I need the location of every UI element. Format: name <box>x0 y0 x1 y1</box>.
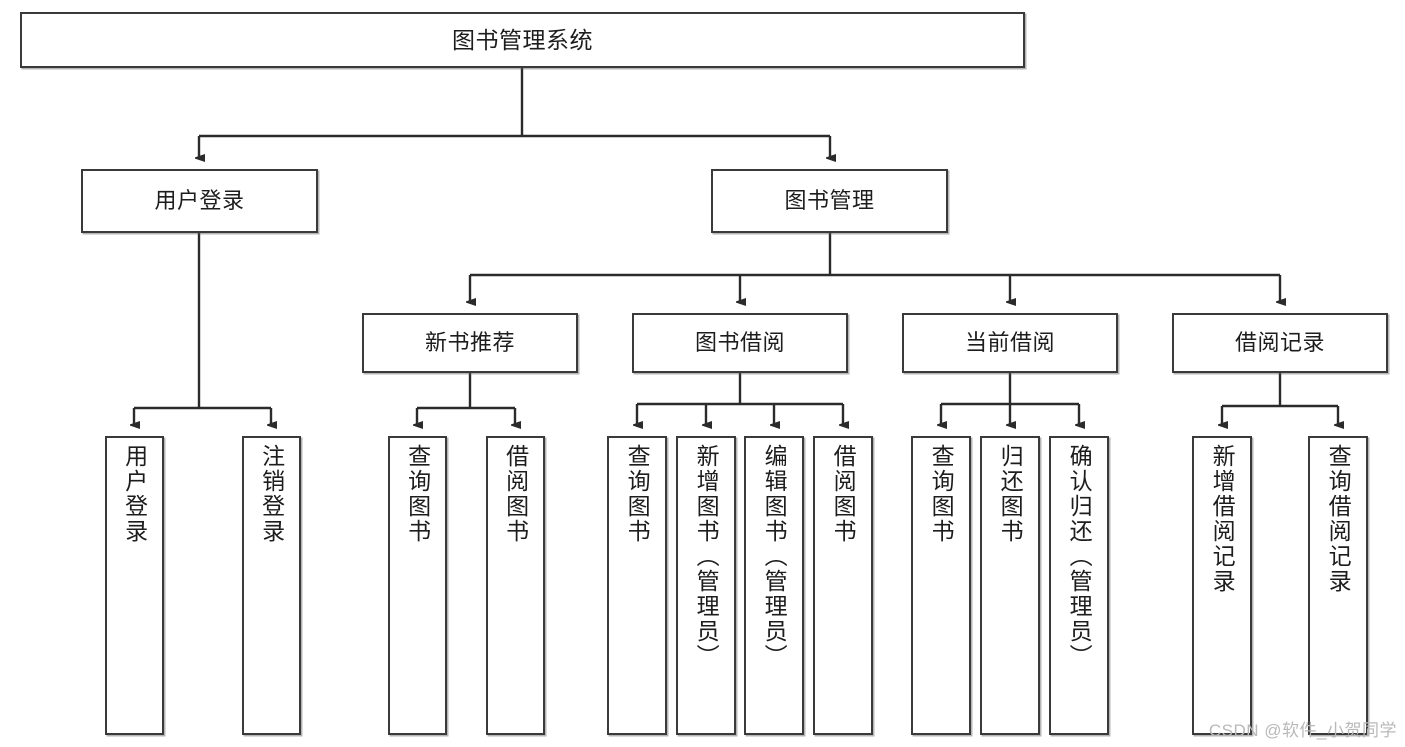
node-leaf-borrow-book-2[interactable]: 借阅图书 <box>813 436 873 735</box>
node-leaf-query-book-1-label: 查询图书 <box>404 444 431 544</box>
node-root[interactable]: 图书管理系统 <box>20 12 1025 68</box>
node-leaf-query-book-3[interactable]: 查询图书 <box>911 436 971 735</box>
node-leaf-query-borrow-record-label: 查询借阅记录 <box>1325 444 1352 594</box>
node-leaf-add-book[interactable]: 新增图书（管理员） <box>676 436 736 735</box>
node-leaf-edit-book[interactable]: 编辑图书（管理员） <box>744 436 804 735</box>
node-leaf-borrow-book-1-label: 借阅图书 <box>502 444 529 544</box>
node-user-login[interactable]: 用户登录 <box>81 169 318 233</box>
node-leaf-add-book-label: 新增图书（管理员） <box>693 444 720 669</box>
watermark: CSDN @软件_小贺同学 <box>1208 721 1397 740</box>
node-book-manage[interactable]: 图书管理 <box>711 169 948 233</box>
node-user-login-label: 用户登录 <box>154 188 245 214</box>
node-book-manage-label: 图书管理 <box>784 188 875 214</box>
node-leaf-return-book[interactable]: 归还图书 <box>980 436 1040 735</box>
node-leaf-confirm-return-label: 确认归还（管理员） <box>1066 444 1093 669</box>
node-borrow-record[interactable]: 借阅记录 <box>1172 313 1388 373</box>
node-borrow-record-label: 借阅记录 <box>1234 330 1325 356</box>
node-leaf-add-borrow-record[interactable]: 新增借阅记录 <box>1192 436 1252 735</box>
node-leaf-query-book-2-label: 查询图书 <box>624 444 651 544</box>
node-leaf-edit-book-label: 编辑图书（管理员） <box>761 444 788 669</box>
node-current-borrow-label: 当前借阅 <box>964 330 1055 356</box>
node-leaf-user-login-label: 用户登录 <box>121 444 148 544</box>
node-current-borrow[interactable]: 当前借阅 <box>902 313 1118 373</box>
node-leaf-query-book-3-label: 查询图书 <box>928 444 955 544</box>
node-leaf-query-borrow-record[interactable]: 查询借阅记录 <box>1308 436 1368 735</box>
node-leaf-query-book-1[interactable]: 查询图书 <box>388 436 447 735</box>
node-leaf-user-logout[interactable]: 注销登录 <box>242 436 301 735</box>
node-leaf-borrow-book-1[interactable]: 借阅图书 <box>486 436 545 735</box>
node-leaf-confirm-return[interactable]: 确认归还（管理员） <box>1049 436 1109 735</box>
node-leaf-borrow-book-2-label: 借阅图书 <box>830 444 857 544</box>
node-new-book-recommend-label: 新书推荐 <box>424 330 515 356</box>
node-book-borrow-label: 图书借阅 <box>694 330 785 356</box>
node-leaf-user-logout-label: 注销登录 <box>258 444 285 544</box>
node-leaf-return-book-label: 归还图书 <box>997 444 1024 544</box>
node-leaf-query-book-2[interactable]: 查询图书 <box>607 436 667 735</box>
node-leaf-user-login[interactable]: 用户登录 <box>105 436 164 735</box>
node-leaf-add-borrow-record-label: 新增借阅记录 <box>1209 444 1236 594</box>
node-root-label: 图书管理系统 <box>452 26 593 53</box>
node-new-book-recommend[interactable]: 新书推荐 <box>362 313 578 373</box>
node-book-borrow[interactable]: 图书借阅 <box>632 313 848 373</box>
